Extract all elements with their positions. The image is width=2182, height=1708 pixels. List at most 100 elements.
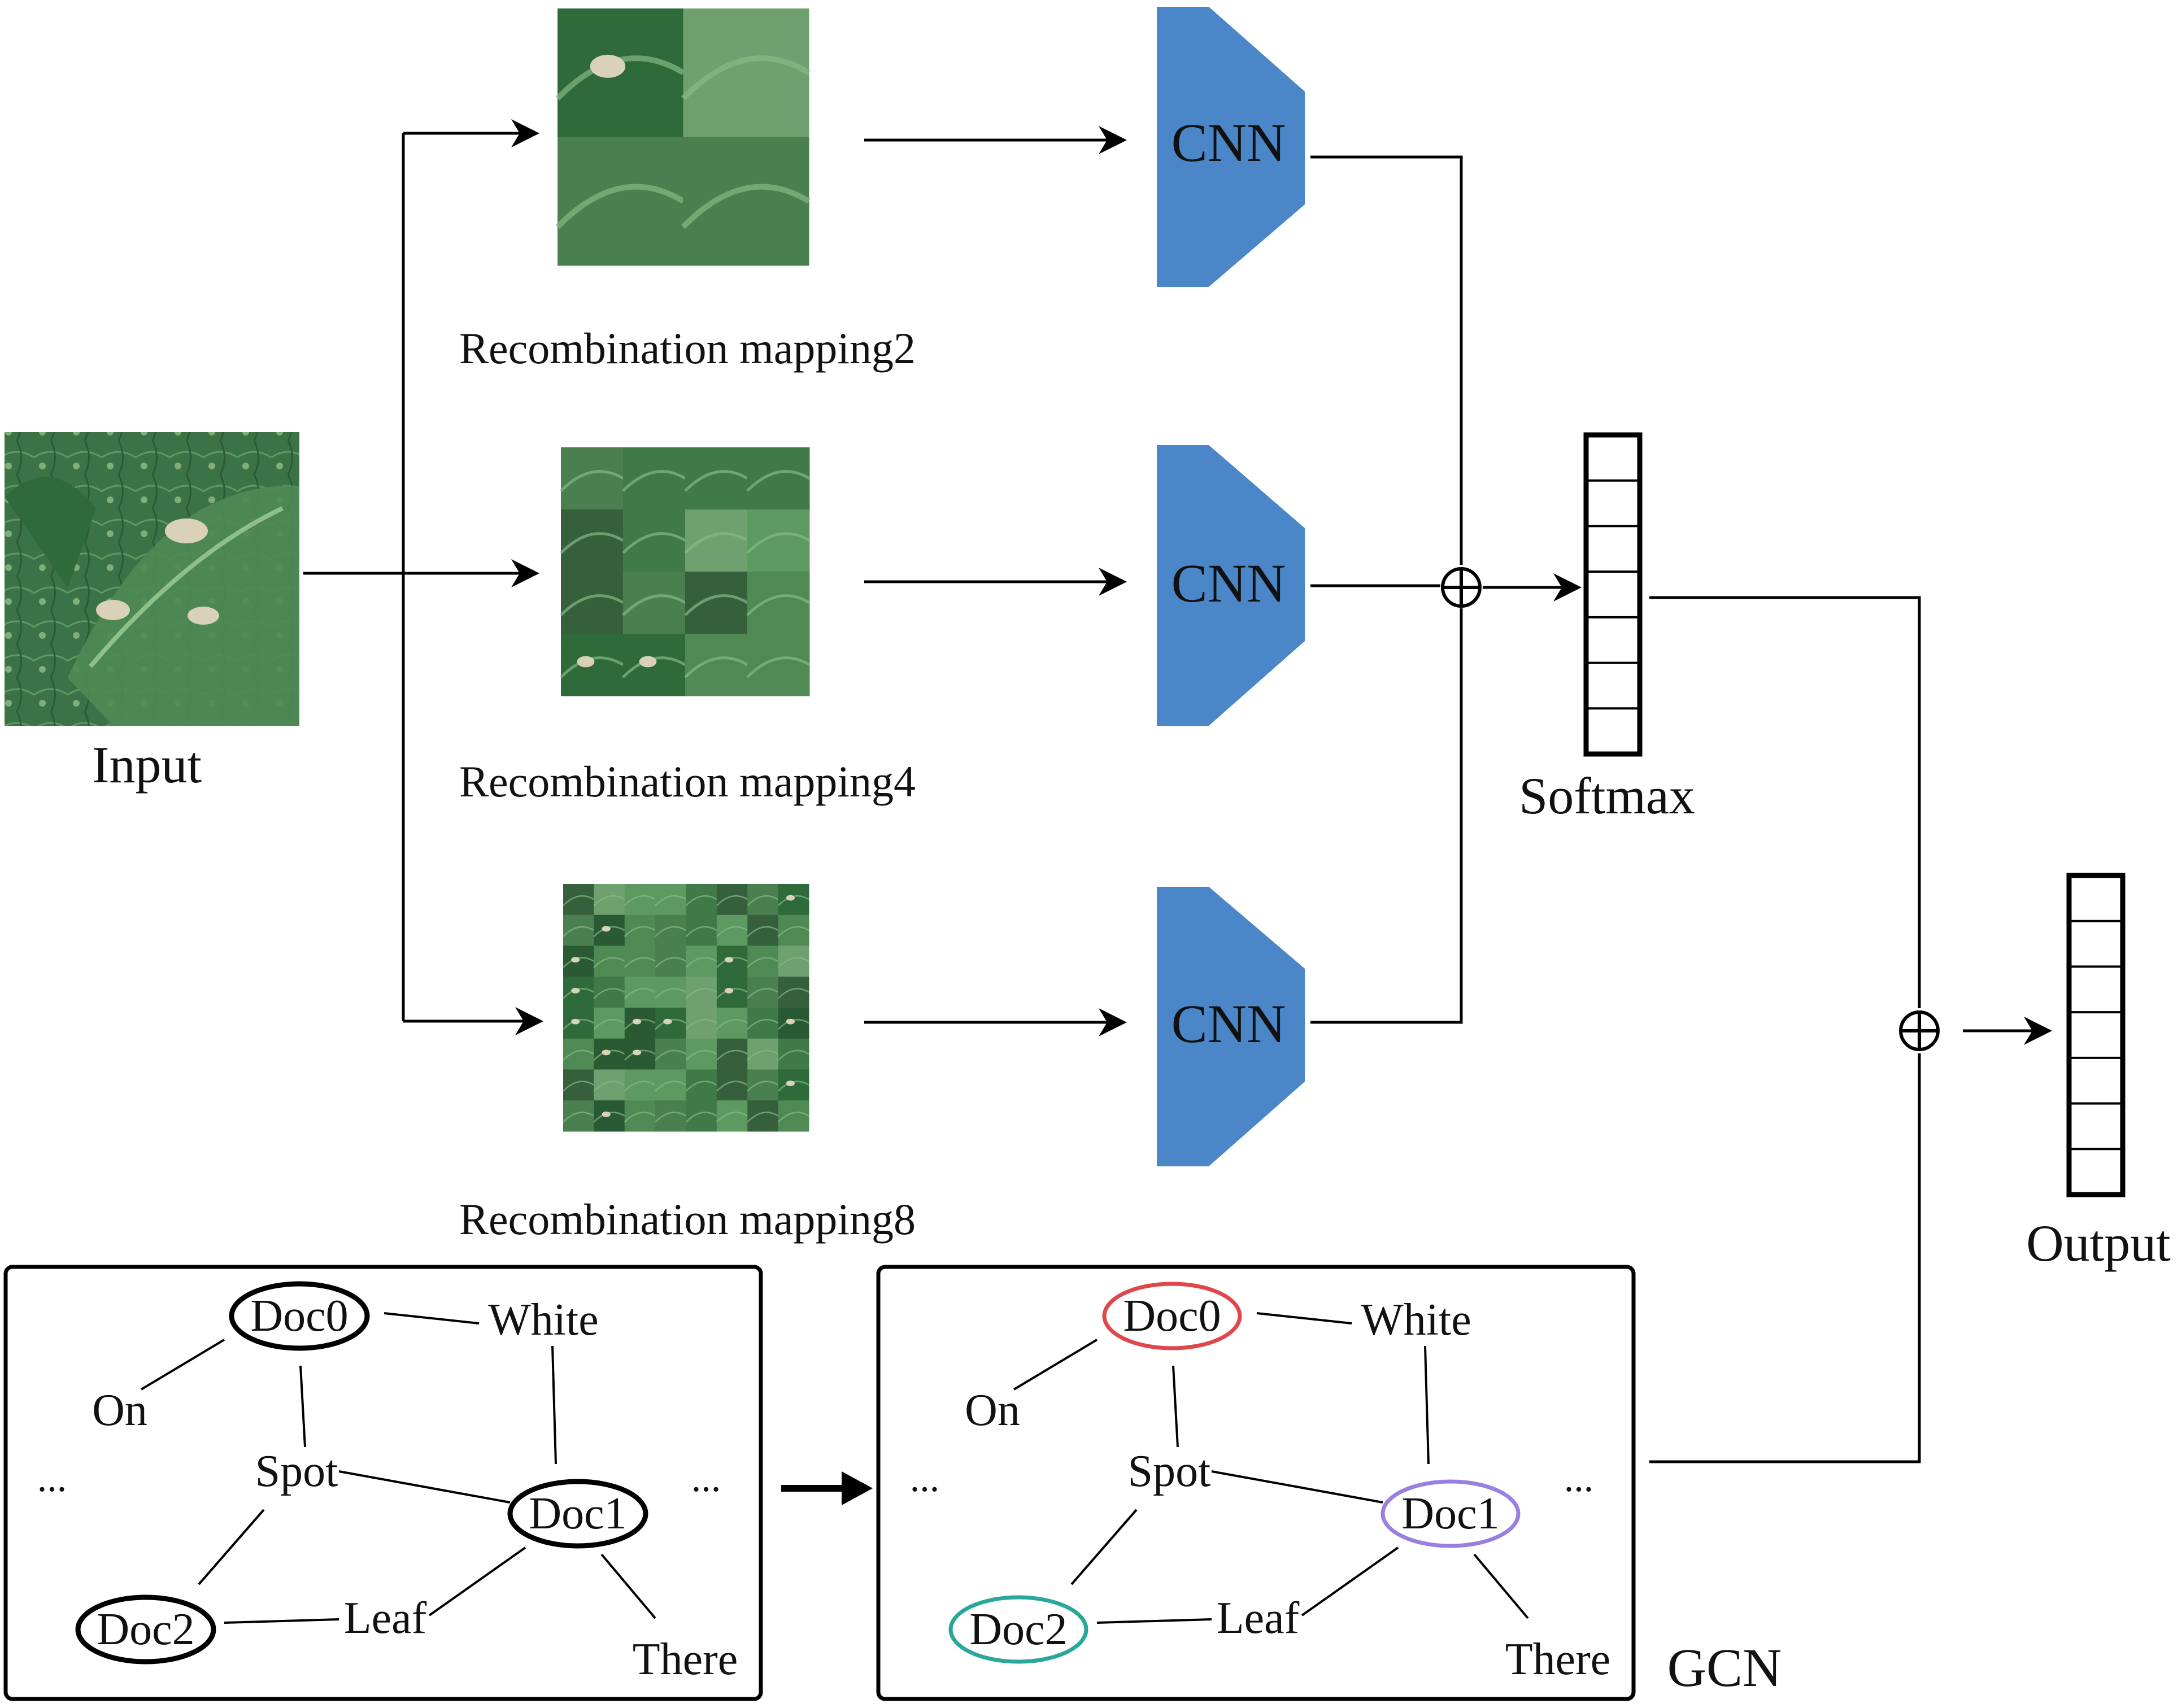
- softmax-label: Softmax: [1519, 767, 1695, 825]
- mosaic-vein: [685, 926, 717, 937]
- svg-text:CNN: CNN: [1171, 112, 1286, 173]
- mosaic-vein: [593, 895, 625, 907]
- mapping8-image: [563, 884, 809, 1132]
- mapping4-label: Recombination mapping4: [459, 757, 916, 806]
- mosaic-vein: [747, 1080, 779, 1092]
- mosaic-tile: [563, 1100, 594, 1132]
- mosaic-tile: [778, 977, 809, 1008]
- edge-doc0-white: [1256, 1312, 1352, 1324]
- output-frame: [2066, 873, 2126, 1197]
- softmax-frame: [1583, 432, 1643, 757]
- mosaic-vein: [747, 1049, 779, 1061]
- mosaic-vein: [593, 1080, 625, 1092]
- mosaic-tile: [686, 914, 717, 946]
- final-merge-lines: [1649, 596, 2052, 1463]
- mosaic-vein: [685, 1049, 717, 1061]
- edge-doc0-white: [384, 1312, 480, 1324]
- mosaic-vein: [560, 470, 624, 492]
- mosaic-tile: [778, 1100, 809, 1132]
- node-doc0-ellipse: [229, 1281, 370, 1351]
- mosaic-spot: [786, 895, 795, 901]
- mosaic-tile: [655, 945, 686, 977]
- mosaic-vein: [681, 55, 811, 101]
- mosaic-vein: [624, 895, 656, 907]
- softmax-vector: [1583, 432, 1643, 757]
- mosaic-vein: [684, 470, 748, 492]
- node-spot-label: Spot: [255, 1446, 338, 1496]
- graph-panel-frame: [876, 1265, 1636, 1701]
- mosaic-tile: [624, 884, 656, 916]
- mosaic-tile: [686, 1069, 717, 1101]
- node-leaf-label: Leaf: [1217, 1593, 1300, 1643]
- mosaic-vein: [622, 470, 686, 492]
- mosaic-tile: [683, 137, 809, 266]
- mosaic-vein: [555, 184, 685, 229]
- mosaic-tile: [747, 1038, 779, 1070]
- mosaic-vein: [777, 926, 809, 937]
- mosaic-tile: [563, 1038, 594, 1070]
- node-there-label: There: [633, 1635, 738, 1684]
- mosaic-tile: [594, 945, 625, 977]
- mosaic-spot: [725, 957, 734, 963]
- mosaic-tile: [623, 572, 686, 634]
- mosaic-tile: [563, 884, 594, 916]
- mosaic-vein: [747, 1019, 779, 1030]
- node-on-label: On: [965, 1385, 1020, 1435]
- mosaic-tile: [563, 914, 594, 946]
- mosaic-vein: [624, 1112, 656, 1123]
- mosaic-vein: [655, 926, 687, 937]
- mosaic-tile: [686, 977, 717, 1008]
- mosaic-spot: [632, 1018, 642, 1025]
- mosaic-spot: [571, 987, 580, 994]
- mapping2-image: [555, 8, 811, 266]
- mosaic-tile: [563, 1069, 594, 1101]
- node-doc0-label: Doc0: [1123, 1291, 1221, 1341]
- mosaic-vein: [746, 656, 811, 678]
- mosaic-vein: [655, 957, 687, 968]
- gcn-label: GCN: [1667, 1637, 1782, 1698]
- node-doc1-ellipse: [1380, 1479, 1521, 1548]
- mapping4-image: [560, 447, 811, 696]
- mapping-to-cnn-arrows: [864, 126, 1127, 1036]
- mosaic-tile: [747, 1100, 779, 1132]
- mosaic-vein: [747, 926, 779, 937]
- edge-leaf-doc1: [1301, 1546, 1399, 1616]
- cnn-block-1: CNN: [1157, 7, 1305, 287]
- node-on-label: On: [92, 1385, 147, 1435]
- mapping2-label: Recombination mapping2: [459, 324, 916, 373]
- mosaic-vein: [777, 957, 809, 968]
- mosaic-spot: [725, 987, 734, 994]
- mosaic-spot: [639, 656, 657, 668]
- edge-doc0-spot: [1172, 1365, 1179, 1448]
- mosaic-vein: [746, 532, 811, 554]
- mosaic-tile: [716, 1038, 748, 1070]
- mosaic-vein: [746, 594, 811, 616]
- mosaic-tile: [716, 884, 748, 916]
- mosaic-tile: [685, 572, 748, 634]
- input-label: Input: [92, 736, 202, 794]
- mosaic-tile: [594, 1069, 625, 1101]
- node-there-label: There: [1505, 1635, 1611, 1684]
- mosaic-tile: [686, 1100, 717, 1132]
- mosaic-vein: [563, 895, 595, 907]
- mosaic-tile: [716, 914, 748, 946]
- mosaic-spot: [663, 1018, 672, 1025]
- mosaic-tile: [686, 1038, 717, 1070]
- mosaic-vein: [622, 594, 686, 616]
- mosaic-spot: [786, 1018, 795, 1025]
- mosaic-vein: [716, 1019, 748, 1030]
- svg-text:CNN: CNN: [1171, 994, 1286, 1054]
- cnn-block-3: CNN: [1157, 887, 1305, 1166]
- mosaic-vein: [685, 988, 717, 999]
- mosaic-vein: [747, 957, 779, 968]
- mosaic-tile: [683, 8, 809, 137]
- mosaic-vein: [716, 926, 748, 937]
- input-image: [5, 432, 299, 726]
- edge-doc0-spot: [299, 1365, 306, 1448]
- mosaic-tile: [594, 1008, 625, 1039]
- edge-doc0-on: [1013, 1339, 1098, 1391]
- mosaic-vein: [747, 1112, 779, 1123]
- mosaic-tile: [685, 447, 748, 510]
- mosaic-tile: [747, 509, 810, 572]
